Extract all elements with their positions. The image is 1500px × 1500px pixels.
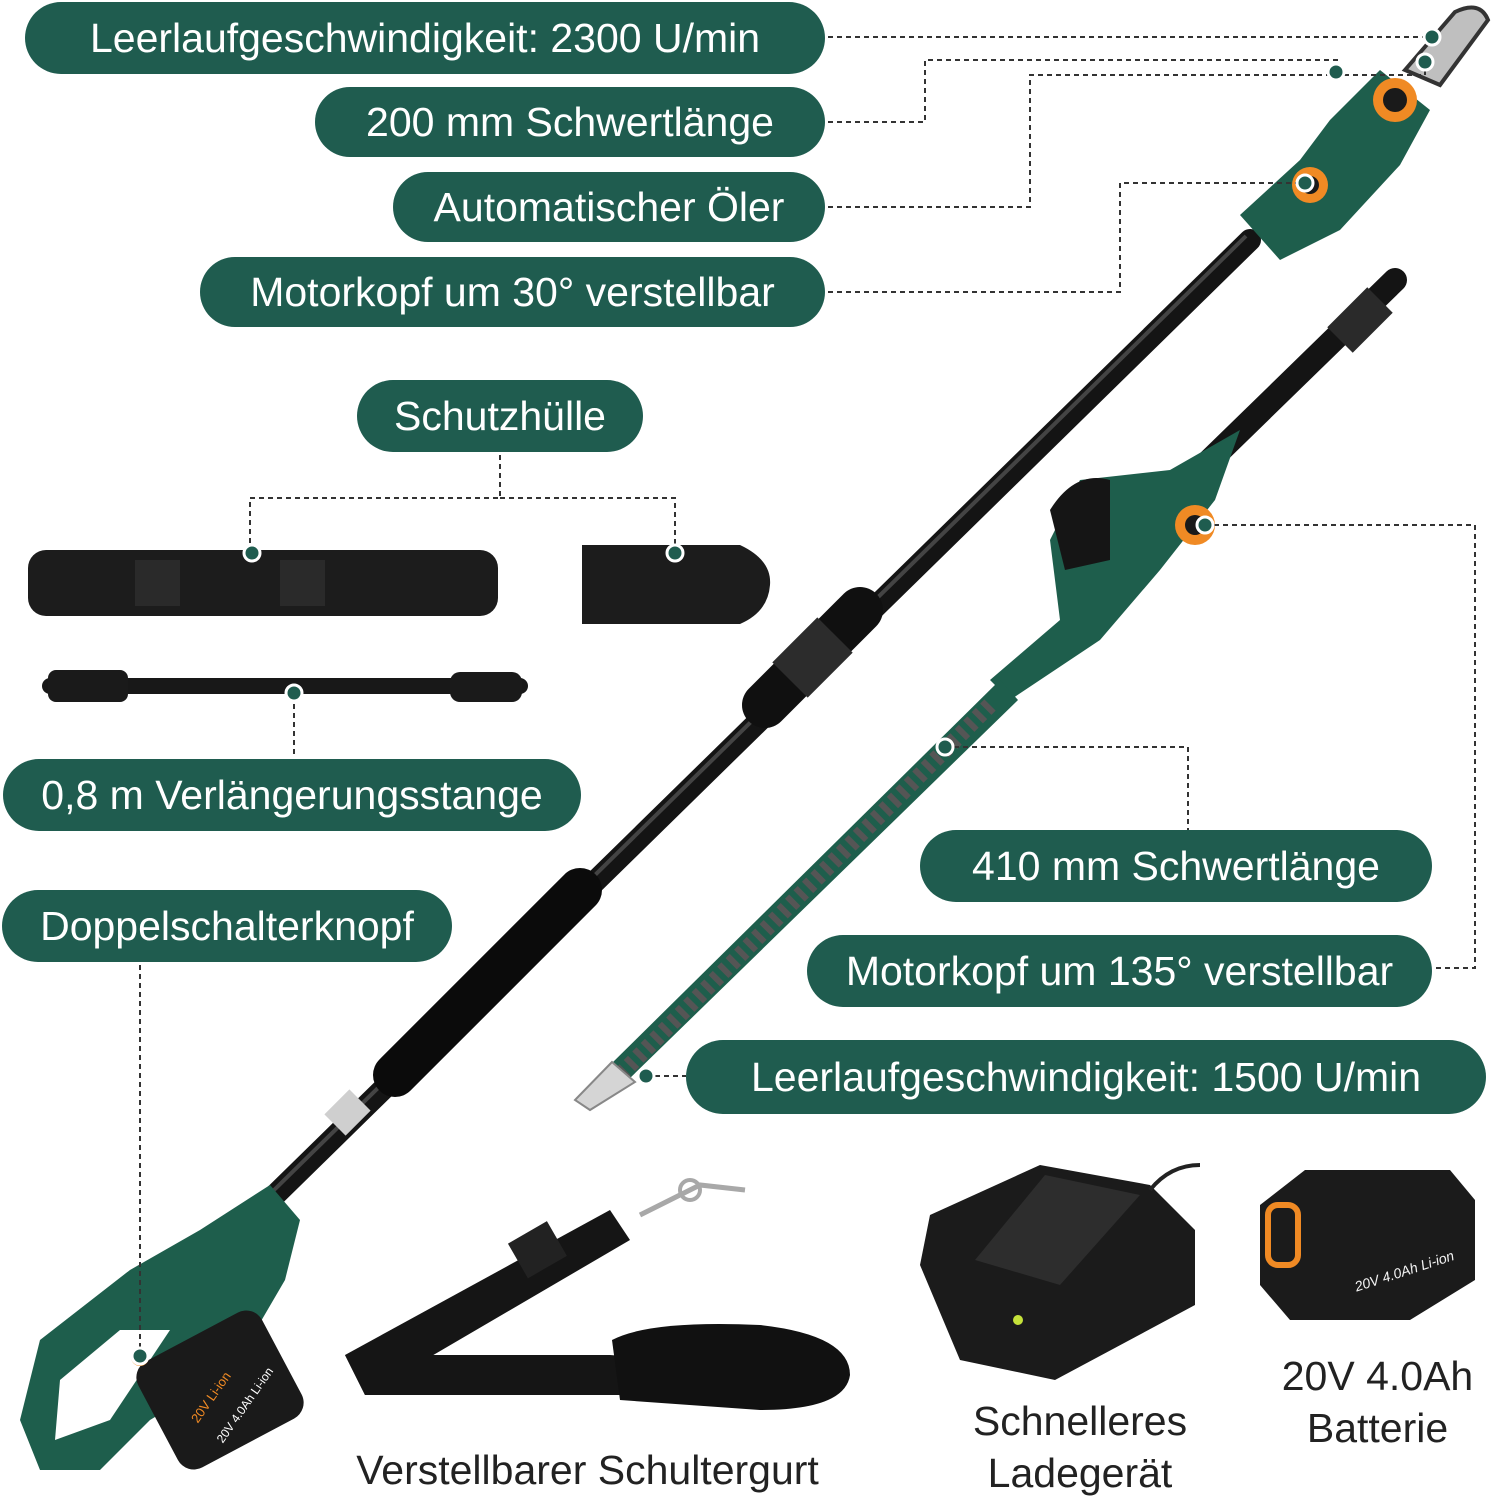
label-chain-head-angle-text: Motorkopf um 30° verstellbar bbox=[250, 268, 775, 315]
label-hedge-head-angle: Motorkopf um 135° verstellbar bbox=[807, 935, 1432, 1007]
label-hedge-speed: Leerlaufgeschwindigkeit: 1500 U/min bbox=[686, 1040, 1486, 1114]
pole-saw: 20V Li-ion 20V 4.0Ah Li-ion bbox=[20, 5, 1491, 1470]
short-scabbard bbox=[582, 545, 771, 624]
label-double-switch: Doppelschalterknopf bbox=[2, 890, 452, 962]
label-extension-pole: 0,8 m Verlängerungsstange bbox=[3, 759, 581, 831]
label-protective-cover: Schutzhülle bbox=[357, 380, 643, 452]
label-double-switch-text: Doppelschalterknopf bbox=[40, 902, 414, 949]
label-chain-bar-length-text: 200 mm Schwertlänge bbox=[366, 98, 774, 145]
label-protective-cover-text: Schutzhülle bbox=[394, 392, 606, 439]
label-hedge-bar-length: 410 mm Schwertlänge bbox=[920, 830, 1432, 902]
caption-battery-line1: 20V 4.0Ah bbox=[1281, 1353, 1474, 1399]
label-auto-oiler-text: Automatischer Öler bbox=[433, 183, 785, 230]
label-chain-bar-length: 200 mm Schwertlänge bbox=[315, 87, 825, 157]
long-scabbard bbox=[28, 550, 498, 616]
caption-battery: 20V 4.0Ah Batterie bbox=[1260, 1350, 1495, 1454]
callout-dots bbox=[130, 27, 1442, 1366]
shoulder-strap bbox=[345, 1178, 850, 1410]
label-extension-pole-text: 0,8 m Verlängerungsstange bbox=[41, 771, 543, 818]
hedge-trimmer bbox=[573, 268, 1407, 1112]
caption-charger-line2: Ladegerät bbox=[987, 1450, 1173, 1496]
charger bbox=[920, 1163, 1201, 1380]
label-hedge-bar-length-text: 410 mm Schwertlänge bbox=[972, 842, 1380, 889]
caption-charger-line1: Schnelleres bbox=[972, 1398, 1188, 1444]
caption-battery-line2: Batterie bbox=[1306, 1405, 1449, 1451]
caption-shoulder-strap: Verstellbarer Schultergurt bbox=[330, 1444, 845, 1496]
label-chain-head-angle: Motorkopf um 30° verstellbar bbox=[200, 257, 825, 327]
label-auto-oiler: Automatischer Öler bbox=[393, 172, 825, 242]
label-hedge-head-angle-text: Motorkopf um 135° verstellbar bbox=[845, 947, 1394, 994]
label-hedge-speed-text: Leerlaufgeschwindigkeit: 1500 U/min bbox=[750, 1053, 1422, 1100]
label-chain-speed: Leerlaufgeschwindigkeit: 2300 U/min bbox=[25, 2, 825, 74]
caption-charger: Schnelleres Ladegerät bbox=[950, 1395, 1210, 1499]
label-chain-speed-text: Leerlaufgeschwindigkeit: 2300 U/min bbox=[89, 14, 761, 61]
battery-pack: 20V 4.0Ah Li-ion bbox=[1260, 1170, 1475, 1320]
caption-shoulder-strap-text: Verstellbarer Schultergurt bbox=[356, 1447, 819, 1493]
extension-pole bbox=[42, 670, 528, 702]
